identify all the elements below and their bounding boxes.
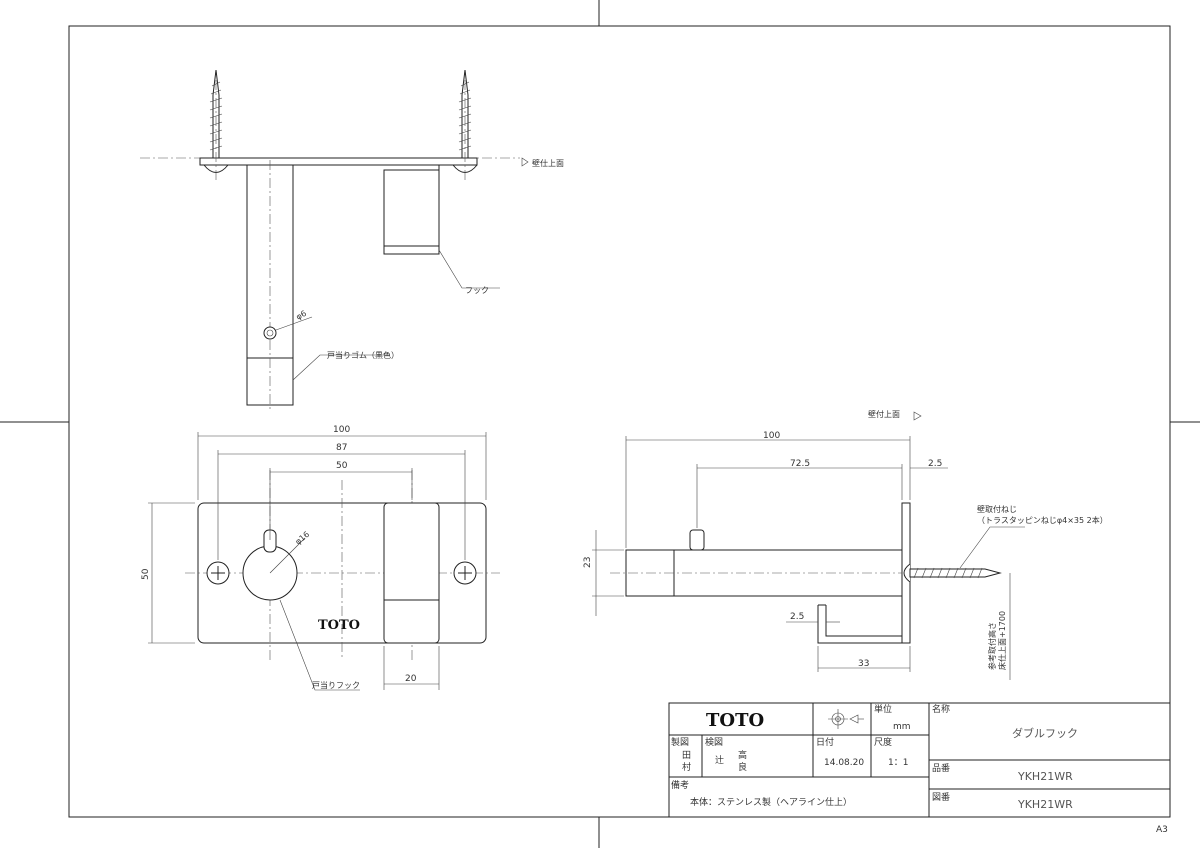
dim-side-72-5: 72.5: [790, 459, 810, 469]
name-value: ダブルフック: [1012, 726, 1078, 740]
checked-label: 検図: [705, 736, 723, 748]
part-no-label: 品番: [932, 762, 950, 774]
dim-front-87: 87: [336, 443, 347, 453]
unit-value: mm: [893, 722, 911, 732]
name-label: 名称: [932, 703, 950, 715]
dim-front-100: 100: [333, 425, 350, 435]
checked-value-2: 高: [738, 749, 747, 761]
door-stop-hook-label: 戸当りフック: [312, 680, 360, 690]
wall-surface-label-side: 壁付上面: [868, 409, 900, 419]
remarks-label: 備考: [671, 779, 689, 791]
checked-value-1: 辻: [715, 754, 724, 766]
dim-front-50h: 50: [141, 568, 151, 580]
drawing-no-value: YKH21WR: [1017, 798, 1073, 811]
height-note-line1: 参考取付高さ: [987, 622, 997, 670]
phi6-label: φ6: [295, 309, 308, 322]
drafted-value-2: 村: [682, 761, 691, 773]
dim-side-100: 100: [763, 431, 780, 441]
screw-right: [452, 69, 478, 180]
remarks-value: 本体：ステンレス製（ヘアライン仕上）: [690, 796, 852, 808]
hook-label: フック: [465, 286, 489, 295]
projection-symbol: [828, 709, 864, 729]
dim-side-33: 33: [858, 659, 869, 669]
top-view: [140, 69, 529, 410]
screw-left: [203, 69, 229, 180]
scale-value: 1：1: [888, 758, 908, 768]
dim-side-23: 23: [583, 557, 593, 568]
sheet-size: A3: [1156, 825, 1168, 835]
screw-label-line2: （トラスタッピンねじφ4×35 2本）: [977, 515, 1108, 525]
drafted-label: 製図: [671, 736, 689, 748]
front-screw-right: [453, 561, 477, 585]
dim-side-2-5-bottom: 2.5: [790, 612, 804, 622]
front-view: [148, 432, 500, 691]
date-label: 日付: [816, 737, 834, 748]
drawing-no-label: 図番: [932, 791, 950, 803]
dim-front-20: 20: [405, 674, 417, 684]
title-block: [668, 702, 1171, 818]
checked-value-3: 良: [738, 761, 747, 773]
unit-label: 単位: [874, 703, 892, 715]
wall-surface-label-top: 壁仕上面: [532, 158, 564, 168]
rubber-label: 戸当りゴム（黒色）: [327, 350, 399, 360]
title-block-logo: TOTO: [706, 710, 764, 731]
date-value: 14.08.20: [824, 758, 864, 768]
part-no-value: YKH21WR: [1017, 770, 1073, 783]
side-view: [592, 411, 1025, 680]
dim-front-50w: 50: [336, 461, 348, 471]
front-screw-left: [206, 561, 230, 585]
front-logo: TOTO: [318, 618, 360, 633]
drafted-value-1: 田: [682, 750, 691, 761]
scale-label: 尺度: [874, 736, 892, 748]
dim-side-2-5-top: 2.5: [928, 459, 942, 469]
height-note-line2: 床仕上面+1700: [997, 611, 1007, 670]
screw-label-line1: 壁取付ねじ: [977, 504, 1017, 514]
